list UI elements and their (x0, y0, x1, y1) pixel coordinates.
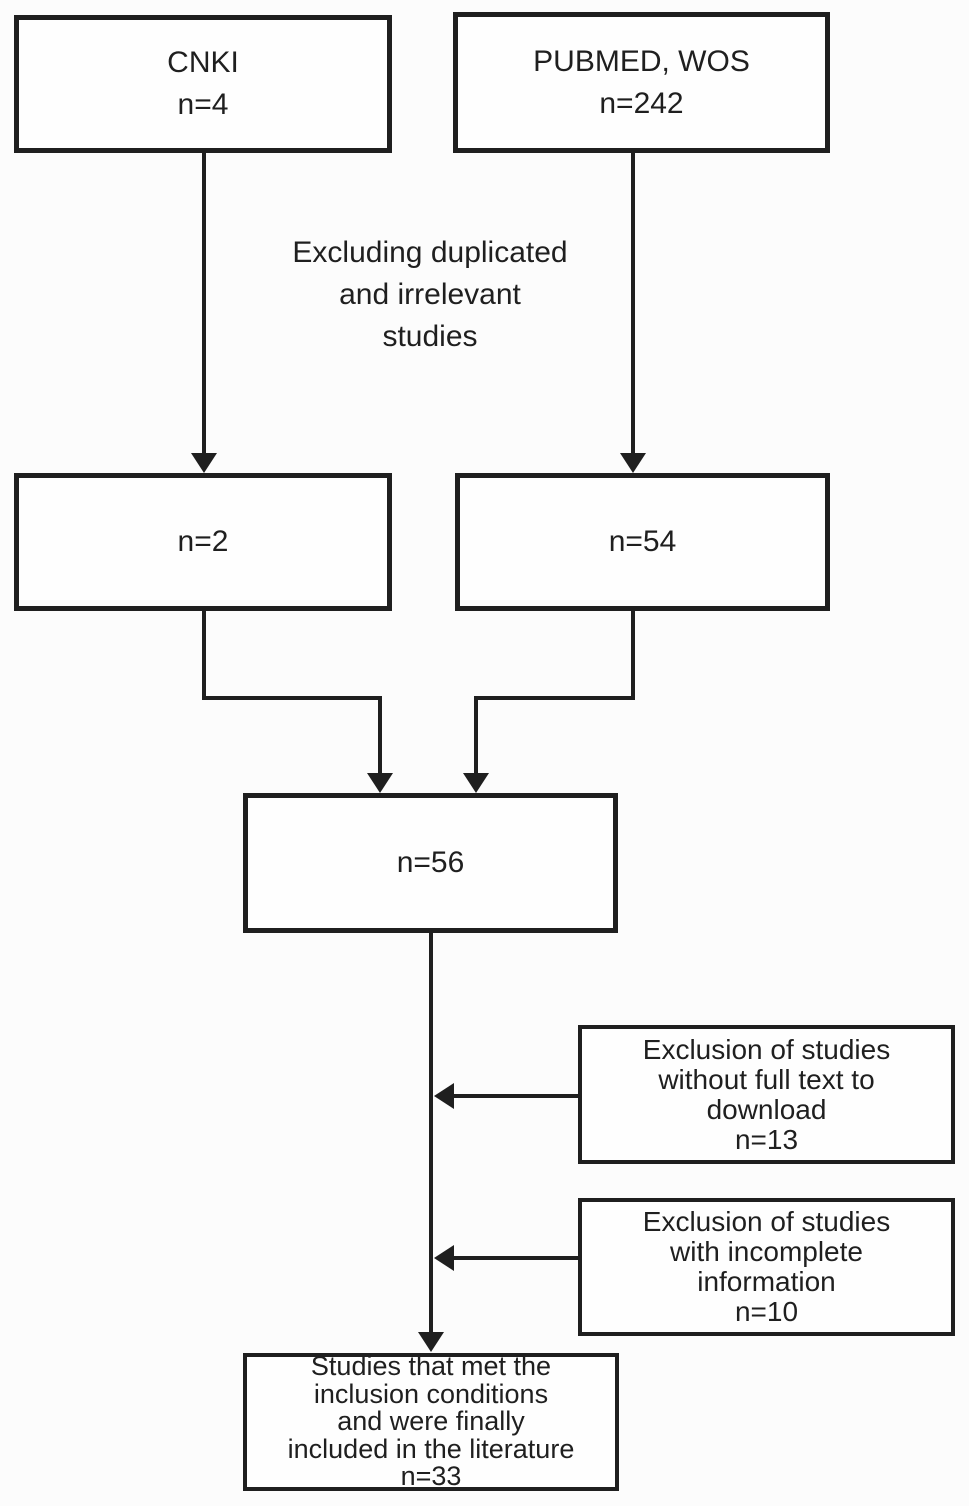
box-included-studies: Studies that met the inclusion condition… (243, 1353, 619, 1491)
box-pubmed-wos: PUBMED, WOS n=242 (453, 12, 830, 153)
arrowhead-cnki-to-screened-icon (191, 453, 217, 473)
exclusion-count: n=10 (734, 1296, 799, 1327)
arrowhead-n54-into-merged-icon (463, 773, 489, 793)
connector-merged-to-included (429, 933, 433, 1332)
arrowhead-merged-to-included-icon (418, 1332, 444, 1352)
connector-exclusion1 (452, 1094, 578, 1098)
arrowhead-exclusion2-icon (434, 1245, 454, 1271)
connector-cnki-to-screened (202, 153, 206, 455)
box-merged: n=56 (243, 793, 618, 933)
box-cnki-screened-count: n=2 (177, 525, 229, 558)
connector-pubmed-to-screened (631, 153, 635, 455)
label-excluding-duplicated: Excluding duplicated and irrelevant stud… (180, 232, 680, 358)
box-exclusion-no-fulltext: Exclusion of studies without full text t… (578, 1025, 955, 1164)
included-line: included in the literature (287, 1433, 575, 1464)
connector-n54-down (631, 611, 635, 700)
connector-n54-into-merged (474, 696, 478, 776)
included-line: Studies that met the (310, 1351, 552, 1382)
included-line: and were finally (337, 1406, 525, 1437)
exclusion-line: Exclusion of studies (642, 1206, 891, 1237)
box-pubmed-wos-count: n=242 (599, 86, 684, 120)
connector-n2-into-merged (378, 696, 382, 776)
arrowhead-exclusion1-icon (434, 1083, 454, 1109)
exclusion-line: Exclusion of studies (642, 1033, 891, 1065)
box-exclusion-incomplete-info: Exclusion of studies with incomplete inf… (578, 1198, 955, 1336)
exclusion-line: with incomplete (670, 1236, 863, 1267)
exclusion-line: without full text to (658, 1063, 875, 1095)
connector-n2-across (202, 696, 382, 700)
label-line: studies (382, 320, 478, 353)
connector-n2-down (202, 611, 206, 700)
arrowhead-pubmed-to-screened-icon (620, 453, 646, 473)
exclusion-count: n=13 (734, 1123, 799, 1155)
exclusion-line: download (706, 1093, 827, 1125)
included-line: inclusion conditions (313, 1378, 549, 1409)
label-line: and irrelevant (339, 278, 521, 311)
box-cnki-title: CNKI (167, 46, 239, 79)
box-pubmed-wos-screened: n=54 (455, 473, 830, 611)
arrowhead-n2-into-merged-icon (367, 773, 393, 793)
connector-n54-across (474, 696, 635, 700)
connector-exclusion2 (452, 1256, 578, 1260)
box-merged-count: n=56 (396, 846, 465, 879)
exclusion-line: information (697, 1266, 836, 1297)
box-pubmed-wos-title: PUBMED, WOS (533, 44, 750, 78)
box-cnki-count: n=4 (177, 88, 229, 121)
box-pubmed-wos-screened-count: n=54 (608, 525, 677, 558)
label-line: Excluding duplicated (292, 236, 568, 269)
included-count: n=33 (400, 1461, 462, 1492)
box-cnki: CNKI n=4 (14, 15, 392, 153)
box-cnki-screened: n=2 (14, 473, 392, 611)
